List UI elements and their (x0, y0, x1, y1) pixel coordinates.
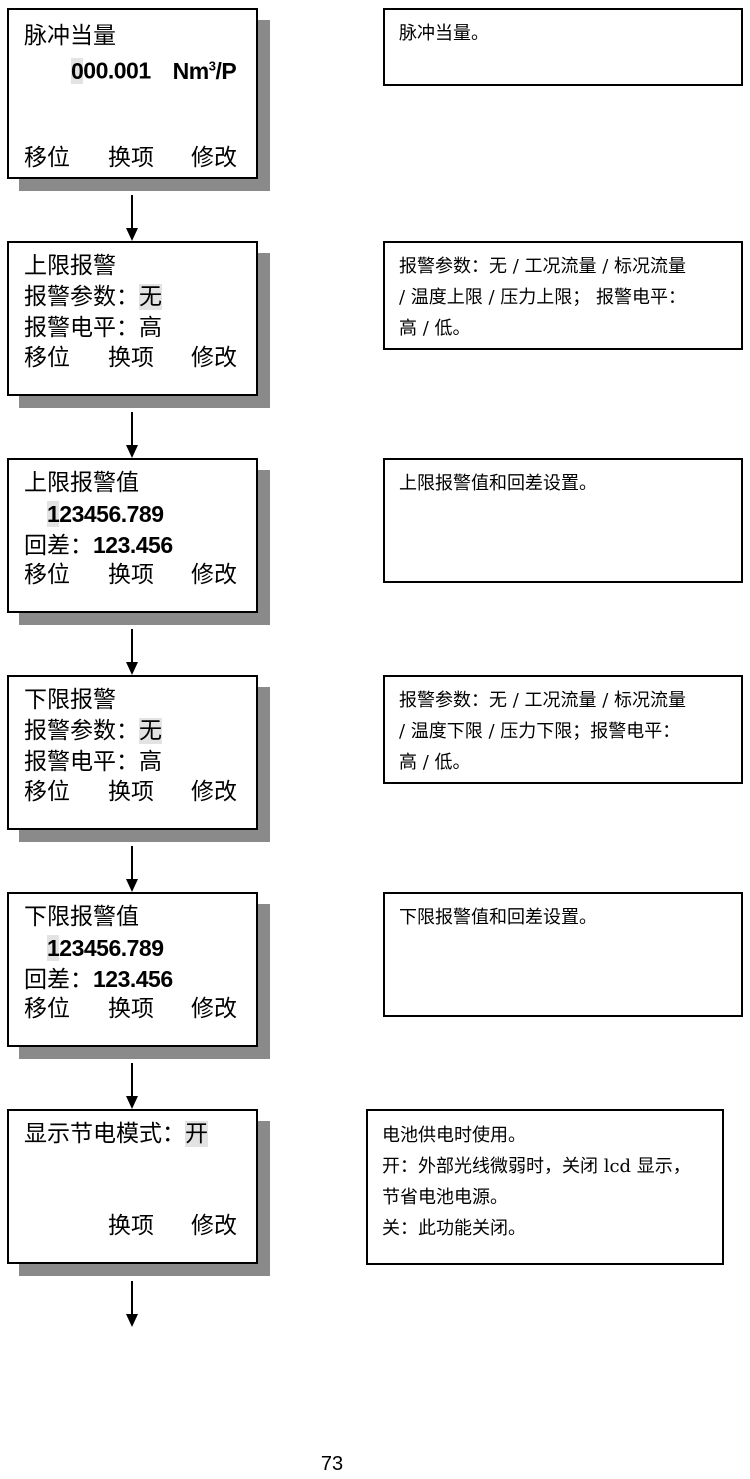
flow-arrow (131, 412, 133, 446)
page-number: 73 (320, 1453, 344, 1475)
softkey-modify[interactable]: 修改 (191, 145, 237, 171)
hysteresis-value[interactable]: 123.456 (93, 532, 173, 558)
screen-title: 显示节电模式： (24, 1121, 185, 1147)
flow-arrow-head (126, 445, 138, 458)
flow-arrow (131, 846, 133, 880)
flow-arrow (131, 1281, 133, 1315)
softkey-next-item[interactable]: 换项 (108, 145, 154, 171)
flow-arrow-head (126, 1314, 138, 1327)
edit-cursor: 0 (71, 57, 84, 84)
softkey-shift[interactable]: 移位 (24, 996, 70, 1022)
unit-label: Nm3/P (172, 57, 237, 84)
alarm-value[interactable]: 123456.789 (47, 501, 164, 527)
lcd-screen-power-saving: 显示节电模式：开 换项 修改 (7, 1109, 258, 1264)
description-box: 脉冲当量。 (383, 8, 743, 86)
lcd-screen-lower-alarm: 下限报警 报警参数：无 报警电平：高 移位 换项 修改 (7, 675, 258, 830)
power-saving-value[interactable]: 开 (185, 1121, 208, 1147)
screen-title: 下限报警 (24, 687, 116, 713)
lcd-screen-upper-alarm-value: 上限报警值 123456.789 回差：123.456 移位 换项 修改 (7, 458, 258, 613)
softkey-shift[interactable]: 移位 (24, 345, 70, 371)
description-box: 电池供电时使用。 开：外部光线微弱时，关闭 lcd 显示， 节省电池电源。 关：… (366, 1109, 724, 1265)
alarm-param-row: 报警参数：无 (24, 718, 162, 744)
edit-cursor: 1 (47, 935, 60, 961)
edit-cursor: 1 (47, 501, 60, 527)
hysteresis-value[interactable]: 123.456 (93, 966, 173, 992)
flow-arrow-head (126, 879, 138, 892)
softkey-shift[interactable]: 移位 (24, 145, 70, 171)
lcd-screen-upper-alarm: 上限报警 报警参数：无 报警电平：高 移位 换项 修改 (7, 241, 258, 396)
alarm-level-row: 报警电平：高 (24, 749, 162, 775)
alarm-level-value[interactable]: 高 (139, 315, 162, 341)
hysteresis-row: 回差：123.456 (24, 966, 173, 993)
alarm-level-row: 报警电平：高 (24, 315, 162, 341)
hysteresis-row: 回差：123.456 (24, 532, 173, 559)
softkey-shift[interactable]: 移位 (24, 779, 70, 805)
softkey-next-item[interactable]: 换项 (108, 562, 154, 588)
softkey-next-item[interactable]: 换项 (108, 1213, 154, 1239)
description-box: 报警参数：无 / 工况流量 / 标况流量 / 温度下限 / 压力下限；报警电平：… (383, 675, 743, 784)
alarm-param-value[interactable]: 无 (139, 718, 162, 744)
softkey-next-item[interactable]: 换项 (108, 779, 154, 805)
flow-arrow-head (126, 662, 138, 675)
flow-arrow-head (126, 1096, 138, 1109)
screen-title: 脉冲当量 (24, 23, 116, 49)
softkey-modify[interactable]: 修改 (191, 345, 237, 371)
softkey-next-item[interactable]: 换项 (108, 996, 154, 1022)
flow-arrow (131, 629, 133, 663)
softkey-next-item[interactable]: 换项 (108, 345, 154, 371)
flow-arrow (131, 195, 133, 229)
alarm-param-row: 报警参数：无 (24, 284, 162, 310)
alarm-value[interactable]: 123456.789 (47, 935, 164, 961)
flow-arrow (131, 1063, 133, 1097)
softkey-modify[interactable]: 修改 (191, 996, 237, 1022)
screen-title: 下限报警值 (24, 904, 139, 930)
screen-title: 上限报警值 (24, 470, 139, 496)
alarm-level-value[interactable]: 高 (139, 749, 162, 775)
lcd-screen-lower-alarm-value: 下限报警值 123456.789 回差：123.456 移位 换项 修改 (7, 892, 258, 1047)
softkey-shift[interactable]: 移位 (24, 562, 70, 588)
alarm-param-value[interactable]: 无 (139, 284, 162, 310)
softkey-modify[interactable]: 修改 (191, 779, 237, 805)
power-saving-row: 显示节电模式：开 (24, 1120, 208, 1148)
flow-arrow-head (126, 228, 138, 241)
screen-title: 上限报警 (24, 253, 116, 279)
description-box: 报警参数：无 / 工况流量 / 标况流量 / 温度上限 / 压力上限； 报警电平… (383, 241, 743, 350)
description-box: 上限报警值和回差设置。 (383, 458, 743, 583)
softkey-modify[interactable]: 修改 (191, 1213, 237, 1239)
softkey-modify[interactable]: 修改 (191, 562, 237, 588)
description-box: 下限报警值和回差设置。 (383, 892, 743, 1017)
